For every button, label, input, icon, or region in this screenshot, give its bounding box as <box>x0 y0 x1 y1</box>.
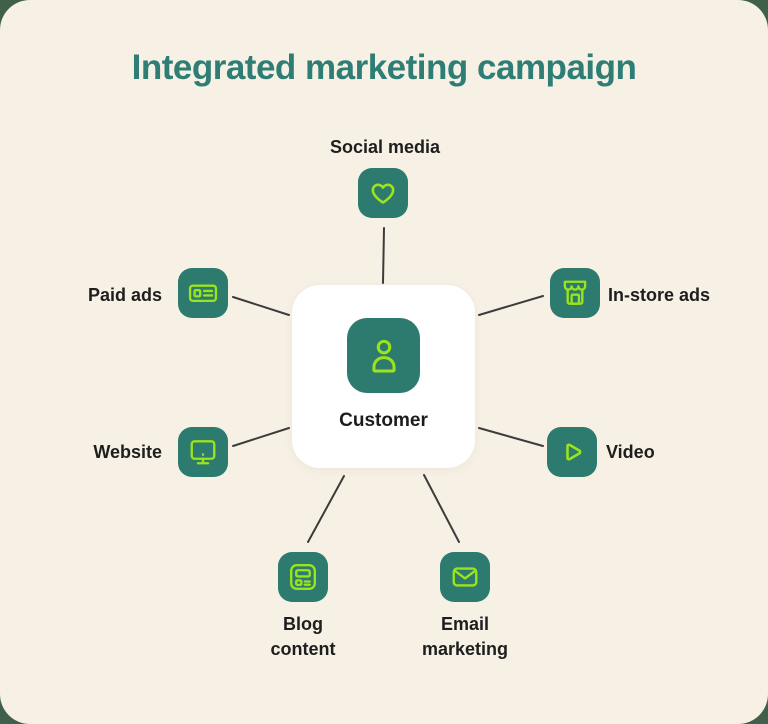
play-icon <box>566 443 582 461</box>
label-blog-content: Blog content <box>270 614 336 659</box>
label-video: Video <box>606 442 655 462</box>
label-email-marketing: Email marketing <box>421 614 509 659</box>
label-paid-ads: Paid ads <box>87 285 162 305</box>
line-to-blog-content <box>307 475 345 543</box>
heart-icon <box>371 183 395 204</box>
line-to-paid-ads <box>232 296 290 316</box>
node-blog-content <box>278 552 328 602</box>
customer-card: Customer <box>292 285 475 468</box>
line-to-video <box>478 427 544 447</box>
person-icon <box>371 339 396 372</box>
line-to-in-store-ads <box>478 295 544 316</box>
line-to-social-media <box>382 227 385 284</box>
line-to-website <box>232 427 290 447</box>
line-to-email-marketing <box>423 474 460 543</box>
node-paid-ads <box>178 268 228 318</box>
envelope-icon <box>452 567 478 587</box>
node-in-store-ads <box>550 268 600 318</box>
label-website: Website <box>93 442 162 462</box>
customer-label: Customer <box>339 410 428 431</box>
monitor-icon <box>190 440 216 465</box>
node-website <box>178 427 228 477</box>
customer-tile <box>347 318 420 393</box>
storefront-icon <box>563 280 587 305</box>
label-social-media: Social media <box>329 137 441 157</box>
node-email-marketing <box>440 552 490 602</box>
page-title: Integrated marketing campaign <box>131 48 637 87</box>
node-video <box>547 427 597 477</box>
label-in-store-ads: In-store ads <box>608 285 711 305</box>
node-social-media <box>358 168 408 218</box>
blog-layout-icon <box>290 564 316 590</box>
ad-banner-icon <box>188 284 218 303</box>
